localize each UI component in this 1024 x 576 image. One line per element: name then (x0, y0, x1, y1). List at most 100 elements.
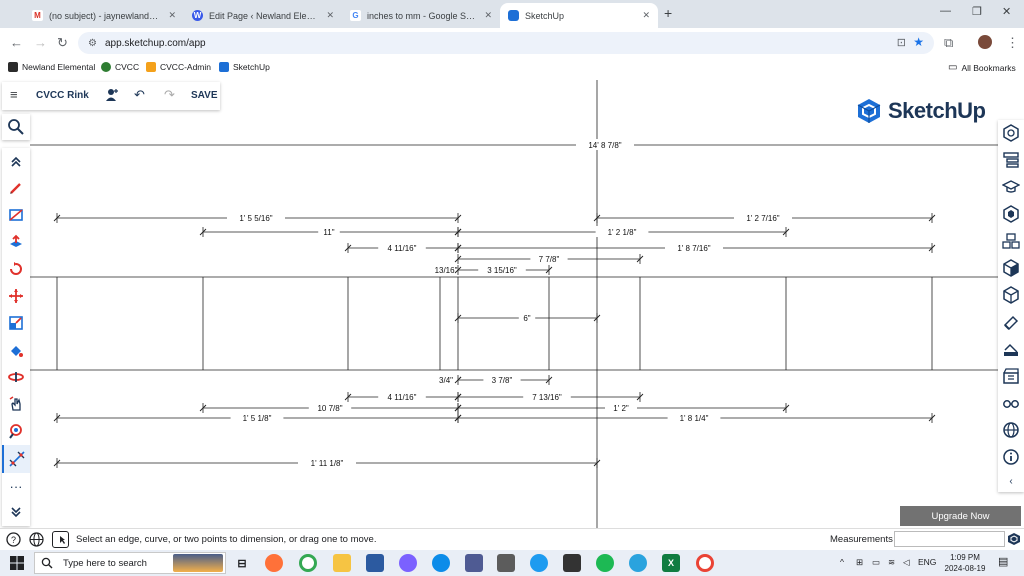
animation-button[interactable] (1000, 365, 1022, 387)
rectangle-tool[interactable] (2, 203, 30, 227)
model-info-button[interactable] (1000, 446, 1022, 468)
task-view-icon[interactable]: ⊟ (233, 554, 251, 572)
share-user-icon[interactable] (105, 88, 119, 105)
close-icon[interactable]: ✕ (484, 10, 492, 21)
reload-icon[interactable]: ↻ (57, 35, 68, 51)
all-bookmarks-button[interactable]: ▭ All Bookmarks (948, 62, 1016, 73)
tray-network-icon[interactable]: ⊞ (856, 557, 863, 568)
back-icon[interactable]: ← (10, 35, 23, 50)
close-window-icon[interactable]: ✕ (1002, 5, 1011, 18)
network-app-icon[interactable] (465, 554, 483, 572)
materials-button[interactable] (1000, 203, 1022, 225)
push-pull-tool[interactable] (2, 230, 30, 254)
dimension-label[interactable]: 1' 5 1/8" (243, 414, 272, 423)
tray-chevron-up-icon[interactable]: ^ (840, 557, 844, 567)
zoom-extents-tool[interactable] (2, 419, 30, 443)
install-app-icon[interactable]: ⊡ (897, 36, 906, 49)
dimension-label[interactable]: 4 11/16" (388, 393, 417, 402)
close-icon[interactable]: ✕ (326, 10, 334, 21)
display-button[interactable] (1000, 392, 1022, 414)
bookmark-newland-elemental[interactable]: Newland Elemental (8, 62, 95, 72)
minimize-icon[interactable]: — (940, 5, 951, 17)
app-icon[interactable] (530, 554, 548, 572)
file-explorer-icon[interactable] (333, 554, 351, 572)
maximize-icon[interactable]: ❐ (972, 5, 982, 18)
panel-expand-button[interactable]: ‹ (1000, 470, 1022, 492)
bookmark-star-icon[interactable]: ★ (913, 35, 924, 49)
bookmark-sketchup[interactable]: SketchUp (219, 62, 270, 72)
new-tab-icon[interactable]: + (664, 5, 672, 21)
dimension-label[interactable]: 3 7/8" (492, 376, 513, 385)
measurements-input[interactable] (894, 531, 1005, 547)
close-icon[interactable]: ✕ (168, 10, 176, 21)
search-button[interactable] (2, 114, 30, 140)
bookmark-cvcc-admin[interactable]: CVCC-Admin (146, 62, 211, 72)
dimension-label[interactable]: 6" (523, 314, 530, 323)
dimension-label[interactable]: 11" (323, 228, 334, 237)
instructor-cursor-icon[interactable] (52, 531, 69, 548)
rotate-tool[interactable] (2, 257, 30, 281)
profile-avatar[interactable] (978, 35, 992, 49)
bookmark-cvcc[interactable]: CVCC (101, 62, 139, 72)
orbit-tool[interactable] (2, 365, 30, 389)
volume-icon[interactable]: ◁ (903, 557, 910, 568)
chrome-profile-icon[interactable] (696, 554, 714, 572)
url-omnibox[interactable]: ⚙ app.sketchup.com/app ⊡ ★ (78, 32, 934, 54)
more-tools-button[interactable]: ··· (2, 474, 30, 498)
chrome-icon[interactable] (299, 554, 317, 572)
app-icon[interactable] (399, 554, 417, 572)
spotify-icon[interactable] (596, 554, 614, 572)
tab-google-search[interactable]: G inches to mm - Google Search ✕ (342, 3, 500, 28)
inkscape-icon[interactable] (563, 554, 581, 572)
dimension-label[interactable]: 14' 8 7/8" (588, 141, 621, 150)
dimension-label[interactable]: 1' 2" (613, 404, 629, 413)
entity-info-button[interactable] (1000, 122, 1022, 144)
telegram-icon[interactable] (629, 554, 647, 572)
instructor-button[interactable] (1000, 176, 1022, 198)
excel-icon[interactable]: X (662, 554, 680, 572)
wifi-icon[interactable]: ≋ (888, 557, 895, 568)
tags-button[interactable] (1000, 311, 1022, 333)
pencil-tool[interactable] (2, 176, 30, 200)
tab-sketchup[interactable]: SketchUp ✕ (500, 3, 658, 28)
language-globe-icon[interactable] (29, 532, 44, 552)
project-title[interactable]: CVCC Rink (36, 90, 89, 101)
menu-kebab-icon[interactable]: ⋮ (1006, 35, 1019, 51)
store-icon[interactable] (366, 554, 384, 572)
dimension-label[interactable]: 13/16" (435, 266, 458, 275)
geolocation-button[interactable] (1000, 419, 1022, 441)
dimension-label[interactable]: 1' 8 1/4" (680, 414, 709, 423)
view-button[interactable] (1000, 284, 1022, 306)
styles-button[interactable] (1000, 257, 1022, 279)
redo-icon[interactable]: ↷ (164, 87, 175, 103)
battery-icon[interactable]: ▭ (872, 557, 880, 568)
components-button[interactable] (1000, 230, 1022, 252)
save-button[interactable]: SAVE (191, 90, 218, 101)
tab-gmail[interactable]: M (no subject) - jaynewland@gm ✕ (24, 3, 184, 28)
extensions-icon[interactable]: ⧉ (944, 35, 953, 51)
language-indicator[interactable]: ENG (918, 557, 936, 567)
paint-bucket-tool[interactable] (2, 338, 30, 362)
windows-start-icon[interactable] (10, 556, 24, 575)
dimension-label[interactable]: 3/4" (439, 376, 453, 385)
app-icon[interactable] (497, 554, 515, 572)
move-tool[interactable] (2, 284, 30, 308)
dimension-label[interactable]: 10 7/8" (317, 404, 342, 413)
dimension-label[interactable]: 1' 8 7/16" (677, 244, 710, 253)
collapse-toolbar-button[interactable] (2, 150, 30, 174)
dimension-label[interactable]: 1' 5 5/16" (239, 214, 272, 223)
expand-toolbar-button[interactable] (2, 500, 30, 524)
dimension-label[interactable]: 7 13/16" (532, 393, 562, 402)
scale-tool[interactable] (2, 311, 30, 335)
taskbar-search-input[interactable]: Type here to search (34, 552, 226, 574)
dimension-label[interactable]: 3 15/16" (487, 266, 517, 275)
notifications-icon[interactable]: ▤ (998, 555, 1008, 568)
edge-icon[interactable] (432, 554, 450, 572)
upgrade-now-button[interactable]: Upgrade Now (900, 506, 1021, 526)
firefox-icon[interactable] (265, 554, 283, 572)
pan-tool[interactable] (2, 392, 30, 416)
hamburger-menu-icon[interactable]: ≡ (10, 87, 18, 102)
help-icon[interactable]: ? (6, 532, 21, 552)
dimension-label[interactable]: 1' 2 1/8" (608, 228, 637, 237)
dimension-label[interactable]: 4 11/16" (388, 244, 417, 253)
